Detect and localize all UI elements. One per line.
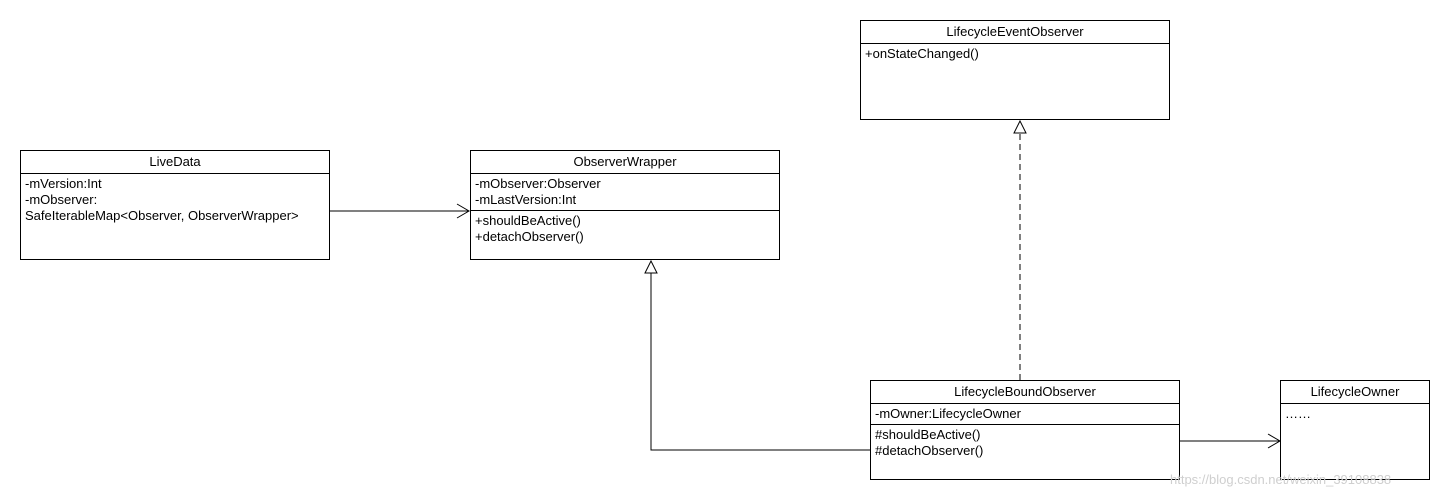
class-livedata[interactable]: LiveData -mVersion:Int -mObserver: SafeI…: [20, 150, 330, 260]
methods-section: +shouldBeActive() +detachObserver(): [471, 210, 779, 247]
attribute: SafeIterableMap<Observer, ObserverWrappe…: [25, 208, 299, 223]
class-name: LiveData: [21, 151, 329, 174]
method: +onStateChanged(): [865, 46, 979, 61]
class-name: LifecycleBoundObserver: [871, 381, 1179, 404]
class-lifecycle-bound-observer[interactable]: LifecycleBoundObserver -mOwner:Lifecycle…: [870, 380, 1180, 480]
attributes-section: -mOwner:LifecycleOwner: [871, 404, 1179, 424]
class-name: ObserverWrapper: [471, 151, 779, 174]
class-name: LifecycleOwner: [1281, 381, 1429, 404]
attribute: -mOwner:LifecycleOwner: [875, 406, 1021, 421]
method: +shouldBeActive(): [475, 213, 581, 228]
attribute: ……: [1285, 406, 1311, 421]
class-lifecycle-event-observer[interactable]: LifecycleEventObserver +onStateChanged(): [860, 20, 1170, 120]
class-lifecycle-owner[interactable]: LifecycleOwner ……: [1280, 380, 1430, 480]
attributes-section: ……: [1281, 404, 1429, 424]
edge-livedata-to-observerwrapper: [330, 203, 470, 219]
attribute: -mObserver:: [25, 192, 98, 207]
attributes-section: -mObserver:Observer -mLastVersion:Int: [471, 174, 779, 210]
method: #detachObserver(): [875, 443, 984, 458]
attribute: -mLastVersion:Int: [475, 192, 577, 207]
attribute: -mVersion:Int: [25, 176, 102, 191]
class-name: LifecycleEventObserver: [861, 21, 1169, 44]
edge-boundobserver-realizes-eventobserver: [1013, 119, 1027, 380]
methods-section: +onStateChanged(): [861, 44, 1169, 64]
edge-boundobserver-generalizes-observerwrapper: [644, 259, 870, 451]
watermark: https://blog.csdn.net/weixin_39108838: [1170, 472, 1392, 487]
attribute: -mObserver:Observer: [475, 176, 601, 191]
edge-boundobserver-to-lifecycleowner: [1180, 433, 1281, 449]
method: #shouldBeActive(): [875, 427, 981, 442]
attributes-section: -mVersion:Int -mObserver: SafeIterableMa…: [21, 174, 329, 226]
class-observer-wrapper[interactable]: ObserverWrapper -mObserver:Observer -mLa…: [470, 150, 780, 260]
methods-section: #shouldBeActive() #detachObserver(): [871, 424, 1179, 461]
method: +detachObserver(): [475, 229, 584, 244]
